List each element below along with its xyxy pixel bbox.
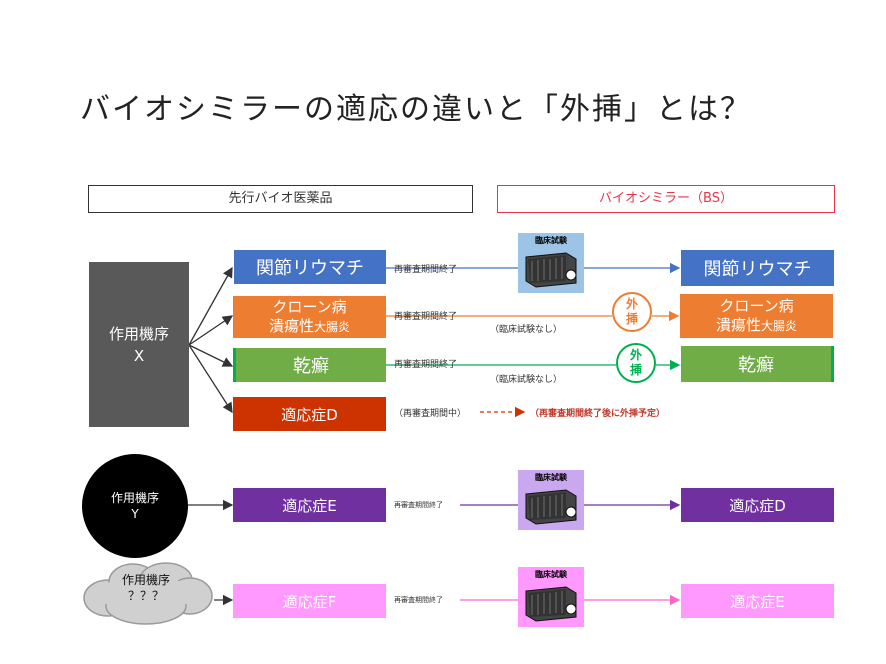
extrap-label-2a: 外 (629, 348, 642, 362)
extrap-label-2b: 挿 (629, 363, 642, 377)
note-reexam-crohn: 再審査期間終了 (394, 312, 458, 322)
note-planned-extrapolation: （再審査期間終了後に外挿予定） (530, 409, 666, 419)
mechanism-x-box: 作用機序 X (89, 262, 189, 427)
biosimilar-uc-label-b: 大腸炎 (761, 318, 798, 333)
originator-uc-label-b: 大腸炎 (314, 319, 351, 334)
page-title: バイオシミラーの適応の違いと「外挿」とは？ (80, 92, 752, 127)
biosimilar-psoriasis-label: 乾癬 (738, 355, 774, 376)
biosimilar-crohn-label: クローン病 (719, 296, 794, 315)
originator-header: 先行バイオ医薬品 (88, 185, 473, 213)
note-reexam-e: 再審査期間終了 (394, 501, 443, 509)
biosimilar-uc-label-a: 潰瘍性 (715, 315, 761, 334)
mechanism-unknown-text: 作用機序 ？？？ (78, 572, 214, 604)
biosimilar-e-label: 適応症E (730, 592, 785, 611)
extrap-label-1a: 外 (625, 297, 638, 311)
mechanism-y-code: Y (131, 507, 139, 521)
trial-document-icon (525, 252, 577, 288)
mechanism-y-label: 作用機序 (110, 491, 159, 505)
originator-e-box: 適応症E (233, 488, 386, 522)
arrow-x-ra (188, 266, 233, 346)
arrow-x-psoriasis (188, 344, 234, 367)
originator-psoriasis-label: 乾癬 (293, 356, 329, 377)
biosimilar-psoriasis-box: 乾癬 (681, 346, 834, 382)
trial-label-ra: 臨床試験 (535, 236, 567, 245)
mechanism-y-circle: 作用機序 Y (82, 454, 188, 558)
mechanism-x-label: 作用機序 (108, 324, 169, 343)
extrapolation-circle-psoriasis: 外挿 (616, 343, 656, 383)
extrapolation-circle-crohn: 外挿 (612, 292, 652, 332)
extrap-label-1b: 挿 (625, 312, 638, 326)
biosimilar-d-box: 適応症D (681, 488, 834, 522)
originator-crohn-box: クローン病 潰瘍性大腸炎 (233, 296, 386, 338)
note-reexam-f: 再審査期間終了 (394, 596, 443, 604)
trial-document-icon (525, 586, 577, 622)
mechanism-unknown-label: 作用機序 (121, 573, 170, 587)
cloud-shape (83, 562, 213, 625)
arrow-x-d (188, 344, 233, 414)
originator-crohn-label: クローン病 (272, 297, 347, 316)
trial-label-e: 臨床試験 (535, 473, 567, 482)
biosimilar-e-box: 適応症E (681, 584, 834, 618)
note-no-trial-psoriasis: （臨床試験なし） (490, 375, 563, 385)
originator-ra-box: 関節リウマチ (234, 250, 386, 284)
biosimilar-d-label: 適応症D (729, 496, 786, 515)
mechanism-unknown-code: ？？？ (127, 589, 164, 603)
originator-psoriasis-box: 乾癬 (233, 348, 386, 382)
clinical-trial-f: 臨床試験 (518, 567, 584, 627)
clinical-trial-e: 臨床試験 (518, 470, 584, 530)
note-no-trial-crohn: （臨床試験なし） (490, 325, 563, 335)
originator-e-label: 適応症E (282, 496, 337, 515)
originator-f-label: 適応症F (282, 592, 337, 611)
note-reexam-ra: 再審査期間終了 (394, 265, 458, 275)
originator-ra-label: 関節リウマチ (256, 258, 364, 279)
biosimilar-ra-label: 関節リウマチ (703, 259, 812, 280)
clinical-trial-ra: 臨床試験 (518, 233, 584, 293)
biosimilar-header: バイオシミラー（BS） (497, 185, 835, 213)
originator-d-box: 適応症D (233, 397, 386, 431)
note-reexam-ongoing: （再審査期間中） (394, 409, 467, 419)
arrow-x-crohn (188, 315, 234, 346)
originator-d-label: 適応症D (281, 405, 338, 424)
mechanism-x-code: X (133, 346, 145, 365)
originator-f-box: 適応症F (233, 584, 386, 618)
originator-uc-label-a: 潰瘍性 (268, 316, 314, 335)
note-reexam-psoriasis: 再審査期間終了 (394, 360, 458, 370)
trial-label-f: 臨床試験 (535, 570, 567, 579)
biosimilar-crohn-box: クローン病 潰瘍性大腸炎 (680, 294, 833, 338)
trial-document-icon (525, 489, 577, 525)
biosimilar-ra-box: 関節リウマチ (681, 250, 834, 286)
